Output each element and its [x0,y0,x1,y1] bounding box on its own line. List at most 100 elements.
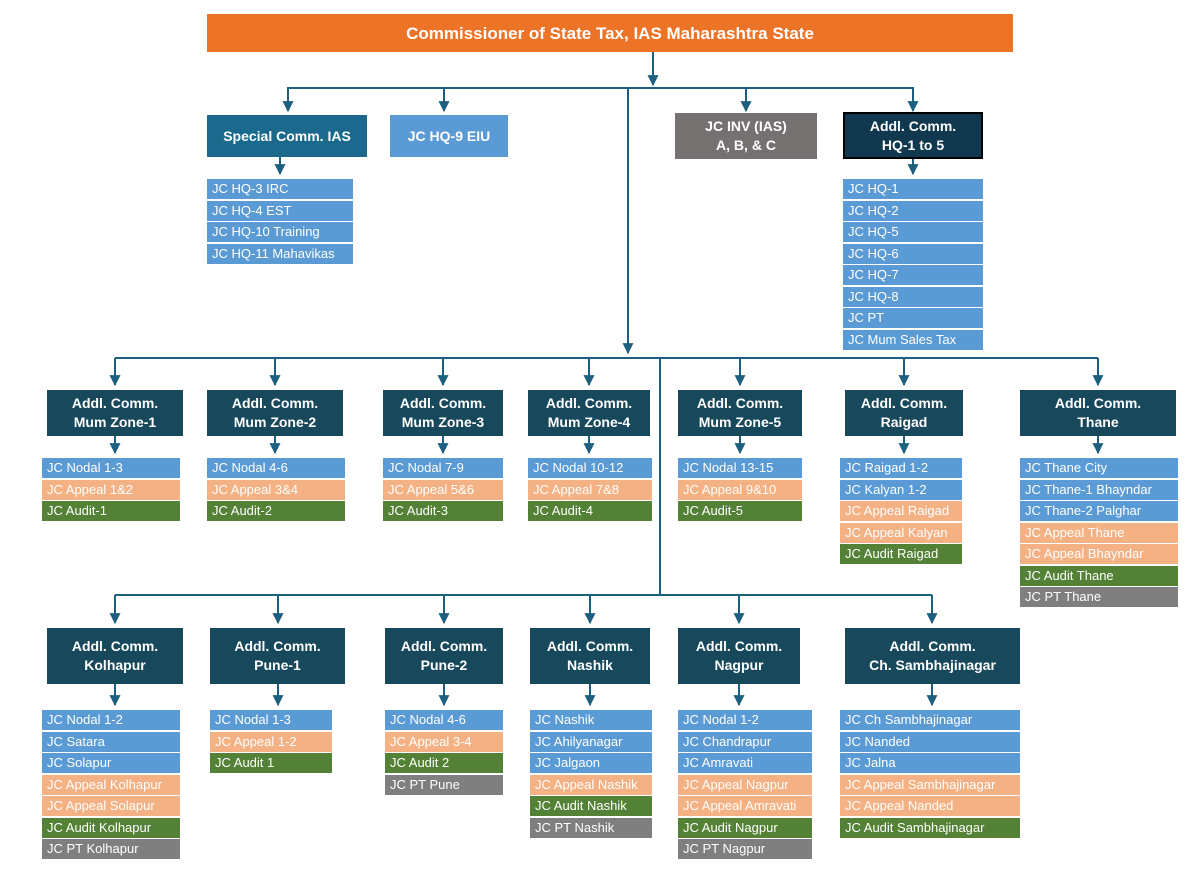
item-jc-appeal-1-2: JC Appeal 1-2 [210,731,332,752]
header-mum-zone-5-line1: Addl. Comm. [696,395,784,411]
item-jc-raigad-1-2: JC Raigad 1-2 [840,458,962,478]
item-jc-hq-8: JC HQ-8 [843,286,983,307]
item-jc-appeal-nashik: JC Appeal Nashik [530,774,652,795]
item-jc-hq-2: JC HQ-2 [843,200,983,221]
item-jc-audit-sambhajinagar: JC Audit Sambhajinagar [840,817,1020,838]
header-nagpur-line2: Nagpur [714,657,764,673]
item-jc-hq-10-training: JC HQ-10 Training [207,222,353,242]
item-jc-audit-2: JC Audit 2 [385,753,503,773]
item-jc-nodal-1-3: JC Nodal 1-3 [210,710,332,730]
header-mum-zone-1: Addl. Comm. Mum Zone-1 [47,390,183,436]
item-jc-chandrapur: JC Chandrapur [678,731,812,752]
header-mum-zone-2: Addl. Comm. Mum Zone-2 [207,390,343,436]
node-jc-inv-line1: JC INV (IAS) [705,118,787,134]
header-nashik-line2: Nashik [567,657,613,673]
item-jc-appeal-raigad: JC Appeal Raigad [840,501,962,521]
item-jc-audit-nashik: JC Audit Nashik [530,796,652,816]
item-jc-pt-nagpur: JC PT Nagpur [678,839,812,859]
item-jc-appeal-sambhajinagar: JC Appeal Sambhajinagar [840,774,1020,795]
item-jc-hq-1: JC HQ-1 [843,179,983,199]
item-jc-nodal-13-15: JC Nodal 13-15 [678,458,802,478]
header-thane-line2: Thane [1077,414,1119,430]
item-jc-ch-sambhajinagar: JC Ch Sambhajinagar [840,710,1020,730]
item-jc-audit-4: JC Audit-4 [528,501,652,521]
item-jc-nodal-4-6: JC Nodal 4-6 [207,458,345,478]
header-mum-zone-3-line2: Mum Zone-3 [401,414,485,430]
header-kolhapur-line1: Addl. Comm. [71,638,159,654]
header-pune-1-line2: Pune-1 [254,657,301,673]
item-jc-mum-sales-tax: JC Mum Sales Tax [843,329,983,350]
item-jc-appeal-9-10: JC Appeal 9&10 [678,479,802,500]
header-raigad-line1: Addl. Comm. [860,395,948,411]
node-addl-comm-hq-line1: Addl. Comm. [869,117,957,134]
item-jc-pt: JC PT [843,308,983,328]
item-jc-appeal-kalyan: JC Appeal Kalyan [840,522,962,543]
header-pune-1: Addl. Comm. Pune-1 [210,628,345,684]
item-jc-hq-3-irc: JC HQ-3 IRC [207,179,353,199]
header-nashik: Addl. Comm. Nashik [530,628,650,684]
item-jc-pt-pune: JC PT Pune [385,774,503,795]
header-ch-sambhajinagar-line1: Addl. Comm. [889,638,976,654]
item-jc-pt-kolhapur: JC PT Kolhapur [42,839,180,859]
item-jc-audit-thane: JC Audit Thane [1020,565,1178,586]
item-jc-nodal-1-3: JC Nodal 1-3 [42,458,180,478]
header-mum-zone-1-line1: Addl. Comm. [71,395,159,411]
header-mum-zone-2-line1: Addl. Comm. [231,395,319,411]
header-thane-line1: Addl. Comm. [1054,395,1142,411]
item-jc-audit-nagpur: JC Audit Nagpur [678,817,812,838]
header-pune-2-line1: Addl. Comm. [400,638,488,654]
item-jc-amravati: JC Amravati [678,753,812,773]
item-jc-appeal-solapur: JC Appeal Solapur [42,796,180,816]
item-jc-ahilyanagar: JC Ahilyanagar [530,731,652,752]
header-ch-sambhajinagar: Addl. Comm.Ch. Sambhajinagar [845,628,1020,684]
item-jc-audit-1: JC Audit 1 [210,753,332,773]
item-jc-solapur: JC Solapur [42,753,180,773]
header-mum-zone-2-line2: Mum Zone-2 [233,414,317,430]
item-jc-appeal-3-4: JC Appeal 3&4 [207,479,345,500]
item-jc-appeal-7-8: JC Appeal 7&8 [528,479,652,500]
item-jc-appeal-bhayndar: JC Appeal Bhayndar [1020,544,1178,564]
header-pune-2: Addl. Comm.Pune-2 [385,628,503,684]
header-mum-zone-5: Addl. Comm.Mum Zone-5 [678,390,802,436]
header-kolhapur: Addl. Comm. Kolhapur [47,628,183,684]
item-jc-nodal-1-2: JC Nodal 1-2 [678,710,812,730]
item-jc-hq-5: JC HQ-5 [843,222,983,242]
item-jc-audit-3: JC Audit-3 [383,501,503,521]
node-addl-comm-hq-line2: HQ-1 to 5 [881,136,945,153]
item-jc-audit-raigad: JC Audit Raigad [840,544,962,564]
header-mum-zone-1-line2: Mum Zone-1 [73,414,157,430]
node-jc-inv-ias: JC INV (IAS) A, B, & C [675,113,817,159]
header-mum-zone-4-line1: Addl. Comm. [545,395,633,411]
node-special-comm-ias: Special Comm. IAS [207,115,367,157]
item-jc-hq-7: JC HQ-7 [843,265,983,285]
header-raigad-line2: Raigad [880,414,928,430]
header-pune-1-line1: Addl. Comm. [234,638,321,654]
item-jc-audit-2: JC Audit-2 [207,501,345,521]
item-jc-thane-1-bhayndar: JC Thane-1 Bhayndar [1020,479,1178,500]
item-jc-jalna: JC Jalna [840,753,1020,773]
item-jc-thane-2-palghar: JC Thane-2 Palghar [1020,501,1178,521]
commissioner-banner: Commissioner of State Tax, IAS Maharasht… [207,14,1013,52]
header-kolhapur-line2: Kolhapur [84,657,146,673]
header-mum-zone-4-line2: Mum Zone-4 [547,414,631,430]
header-nashik-line1: Addl. Comm. [546,638,634,654]
item-jc-appeal-nagpur: JC Appeal Nagpur [678,774,812,795]
header-thane: Addl. Comm. Thane [1020,390,1176,436]
item-jc-nodal-1-2: JC Nodal 1-2 [42,710,180,730]
header-raigad: Addl. Comm. Raigad [845,390,963,436]
item-jc-pt-nashik: JC PT Nashik [530,817,652,838]
header-nagpur: Addl. Comm.Nagpur [678,628,800,684]
item-jc-kalyan-1-2: JC Kalyan 1-2 [840,479,962,500]
item-jc-nashik: JC Nashik [530,710,652,730]
item-jc-nodal-7-9: JC Nodal 7-9 [383,458,503,478]
item-jc-appeal-amravati: JC Appeal Amravati [678,796,812,816]
node-addl-comm-hq-1-to-5: Addl. Comm. HQ-1 to 5 [843,112,983,159]
item-jc-appeal-3-4: JC Appeal 3-4 [385,731,503,752]
header-mum-zone-4: Addl. Comm. Mum Zone-4 [528,390,650,436]
node-jc-hq9-eiu: JC HQ-9 EIU [390,115,508,157]
item-jc-pt-thane: JC PT Thane [1020,587,1178,607]
header-mum-zone-3: Addl. Comm.Mum Zone-3 [383,390,503,436]
item-jc-appeal-1-2: JC Appeal 1&2 [42,479,180,500]
item-jc-appeal-5-6: JC Appeal 5&6 [383,479,503,500]
